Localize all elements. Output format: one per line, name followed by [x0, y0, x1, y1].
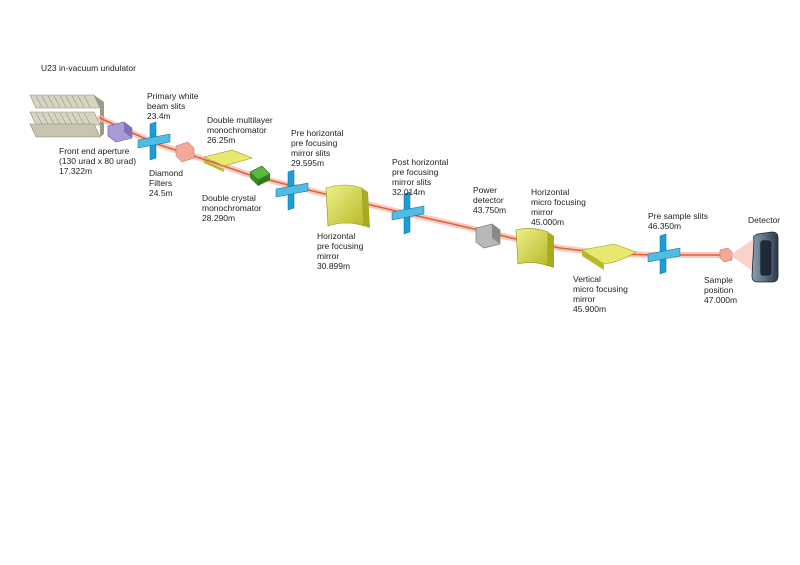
label-line: Horizontal	[317, 231, 356, 241]
label-line: beam slits	[147, 101, 186, 111]
primary-white-beam-slits	[137, 121, 171, 161]
label-line: 32.014m	[392, 187, 426, 197]
label-line: Diamond	[149, 168, 184, 178]
label-line: U23 in-vacuum undulator	[41, 63, 136, 73]
diamond-filters	[175, 141, 195, 163]
label-front-end-aperture: Front end aperture(130 urad x 80 urad)17…	[59, 146, 136, 176]
power-detector	[475, 223, 501, 249]
label-line: 28.290m	[202, 213, 236, 223]
undulator	[29, 94, 104, 138]
label-line: mirror	[317, 251, 340, 261]
label-line: position	[704, 285, 734, 295]
sample-position	[719, 247, 733, 263]
label-line: monochromator	[207, 125, 267, 135]
label-line: 26.25m	[207, 135, 236, 145]
label-line: Primary white	[147, 91, 199, 101]
label-detector: Detector	[748, 215, 780, 225]
label-line: 30.899m	[317, 261, 351, 271]
detector	[751, 231, 779, 283]
pre-horizontal-slits	[275, 169, 309, 211]
label-line: Double crystal	[202, 193, 256, 203]
front-end-aperture	[107, 121, 133, 143]
label-line: Pre horizontal	[291, 128, 344, 138]
label-line: pre focusing	[317, 241, 364, 251]
label-line: Sample	[704, 275, 733, 285]
label-line: Post horizontal	[392, 157, 449, 167]
label-line: 46.350m	[648, 221, 682, 231]
double-crystal-monochromator	[249, 165, 271, 186]
label-line: mirror	[531, 207, 554, 217]
label-line: 24.5m	[149, 188, 173, 198]
label-line: Front end aperture	[59, 146, 130, 156]
label-line: micro focusing	[531, 197, 586, 207]
label-line: 43.750m	[473, 205, 507, 215]
label-line: 45.900m	[573, 304, 607, 314]
vertical-micro-focusing-mirror	[581, 243, 637, 270]
label-line: 45.000m	[531, 217, 565, 227]
label-line: detector	[473, 195, 504, 205]
label-line: Filters	[149, 178, 173, 188]
label-line: pre focusing	[392, 167, 439, 177]
double-multilayer-monochromator	[203, 149, 253, 172]
label-line: 29.595m	[291, 158, 325, 168]
pre-sample-slits	[647, 233, 681, 275]
post-horizontal-slits	[391, 191, 425, 235]
label-line: Double multilayer	[207, 115, 273, 125]
label-line: mirror	[573, 294, 596, 304]
label-line: monochromator	[202, 203, 262, 213]
label-line: 17.322m	[59, 166, 93, 176]
horizontal-pre-focusing-mirror	[325, 184, 370, 228]
label-line: Power	[473, 185, 498, 195]
label-line: pre focusing	[291, 138, 338, 148]
label-line: 47.000m	[704, 295, 738, 305]
label-line: micro focusing	[573, 284, 628, 294]
label-line: (130 urad x 80 urad)	[59, 156, 137, 166]
label-line: Pre sample slits	[648, 211, 708, 221]
label-line: 23.4m	[147, 111, 171, 121]
label-line: mirror slits	[291, 148, 331, 158]
label-line: mirror slits	[392, 177, 432, 187]
horizontal-micro-focusing-mirror	[515, 228, 554, 268]
label-undulator: U23 in-vacuum undulator	[41, 63, 136, 73]
label-line: Horizontal	[531, 187, 570, 197]
label-line: Detector	[748, 215, 781, 225]
label-line: Vertical	[573, 274, 601, 284]
